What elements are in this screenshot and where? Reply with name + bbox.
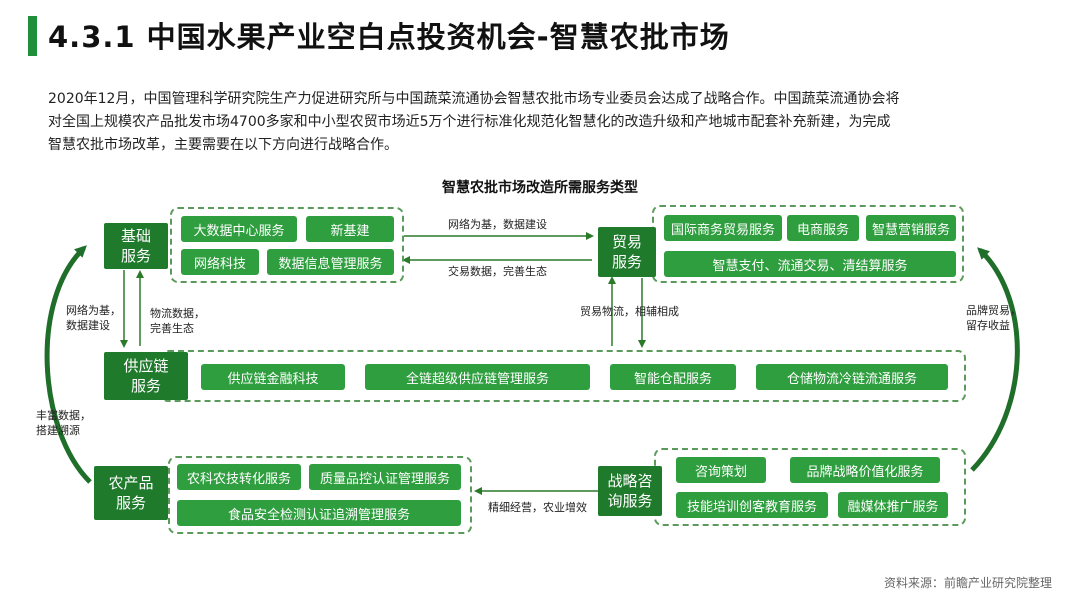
- intro-line: 2020年12月，中国管理科学研究院生产力促进研究所与中国蔬菜流通协会智慧农批市…: [48, 91, 900, 107]
- diagram-title: 智慧农批市场改造所需服务类型: [442, 180, 638, 196]
- trade-service-header: 贸易服务: [598, 227, 656, 277]
- strategy-item-chip: 咨询策划: [676, 457, 766, 483]
- trade-item-chip: 智慧支付、流通交易、清结算服务: [664, 251, 956, 277]
- source-note: 资料来源：前瞻产业研究院整理: [883, 576, 1052, 590]
- agri-item-chip: 质量品控认证管理服务: [309, 464, 461, 490]
- strategy-service-header: 战略咨询服务: [598, 466, 662, 516]
- title-accent-bar: [28, 16, 37, 56]
- supply-item-chip: 智能仓配服务: [610, 364, 736, 390]
- supply-item-chip: 仓储物流冷链流通服务: [756, 364, 948, 390]
- strategy-item-chip: 技能培训创客教育服务: [676, 492, 828, 518]
- basic-item-chip: 数据信息管理服务: [267, 249, 394, 275]
- strategy-item-chip: 品牌战略价值化服务: [790, 457, 940, 483]
- label-trade-supply: 贸易物流，相辅相成: [580, 305, 679, 318]
- supply-item-chip: 供应链金融科技: [201, 364, 345, 390]
- basic-item-chip: 新基建: [306, 216, 394, 242]
- basic-service-group: [170, 207, 404, 283]
- agri-service-header: 农产品服务: [94, 466, 168, 520]
- agri-item-chip: 食品安全检测认证追溯管理服务: [177, 500, 461, 526]
- supply-service-header: 供应链服务: [104, 352, 188, 400]
- agri-item-chip: 农科农技转化服务: [177, 464, 301, 490]
- trade-item-chip: 电商服务: [787, 215, 859, 241]
- supply-item-chip: 全链超级供应链管理服务: [365, 364, 590, 390]
- basic-item-chip: 大数据中心服务: [181, 216, 297, 242]
- strategy-item-chip: 融媒体推广服务: [838, 492, 948, 518]
- agri-service-group: [168, 456, 472, 534]
- label-supply-to-basic: 物流数据，完善生态: [150, 307, 205, 335]
- trade-item-chip: 智慧营销服务: [866, 215, 956, 241]
- label-trade-to-basic: 交易数据，完善生态: [448, 265, 547, 278]
- intro-line: 智慧农批市场改革，主要需要在以下方向进行战略合作。: [48, 137, 398, 153]
- label-basic-to-trade: 网络为基，数据建设: [448, 218, 547, 231]
- intro-line: 对全国上规模农产品批发市场4700多家和中小型农贸市场近5万个进行标准化规范化智…: [48, 114, 891, 130]
- label-left-loop: 丰富数据，搭建溯源: [36, 409, 91, 437]
- arrow-right-loop: [970, 247, 1020, 472]
- arrow-left-loop: [44, 245, 92, 484]
- page-title: 4.3.1 中国水果产业空白点投资机会-智慧农批市场: [48, 20, 730, 54]
- basic-item-chip: 网络科技: [181, 249, 259, 275]
- label-basic-to-supply: 网络为基，数据建设: [66, 304, 121, 332]
- intro-paragraph: 2020年12月，中国管理科学研究院生产力促进研究所与中国蔬菜流通协会智慧农批市…: [48, 88, 1038, 157]
- label-right-loop: 品牌贸易，留存收益: [966, 304, 1021, 332]
- basic-service-header: 基础服务: [104, 223, 168, 269]
- label-strategy-to-agri: 精细经营，农业增效: [488, 501, 587, 514]
- trade-item-chip: 国际商务贸易服务: [664, 215, 782, 241]
